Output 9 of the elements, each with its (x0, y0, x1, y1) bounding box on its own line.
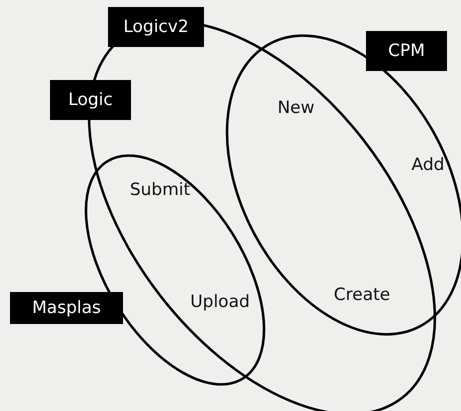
set-item: Upload (190, 292, 250, 312)
set-item: New (277, 98, 315, 118)
set-label: CPM (366, 31, 447, 71)
set-label: Logicv2 (108, 7, 204, 47)
set-item: Create (334, 285, 390, 305)
set-item: Submit (130, 180, 190, 200)
set-label: Logic (50, 80, 131, 120)
set-item: Add (412, 155, 444, 175)
set-label: Masplas (10, 292, 123, 324)
